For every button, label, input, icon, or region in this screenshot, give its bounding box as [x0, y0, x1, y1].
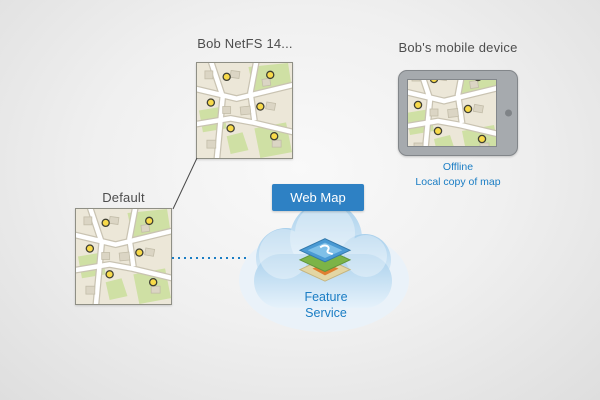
- feature-service-label: Feature Service: [304, 290, 348, 320]
- bob-replica-label: Bob NetFS 14...: [197, 36, 293, 51]
- bob-replica-map: [196, 62, 293, 159]
- map-thumbnail-icon: [197, 63, 292, 158]
- mobile-device-label: Bob's mobile device: [398, 40, 518, 55]
- map-thumbnail-icon: [408, 80, 496, 146]
- offline-status-line2: Local copy of map: [415, 176, 501, 189]
- tablet-device-icon: [398, 70, 518, 156]
- tablet-camera-icon: [505, 109, 512, 117]
- web-map-banner: Web Map: [272, 184, 364, 211]
- default-version-map: [75, 208, 172, 305]
- offline-status: Offline Local copy of map: [388, 160, 528, 190]
- replica-connector-line: [172, 157, 198, 210]
- tablet-screen: [407, 79, 497, 147]
- default-version-label: Default: [102, 190, 145, 205]
- map-thumbnail-icon: [76, 209, 171, 304]
- offline-status-line1: Offline: [442, 161, 474, 173]
- layers-icon: [296, 231, 354, 290]
